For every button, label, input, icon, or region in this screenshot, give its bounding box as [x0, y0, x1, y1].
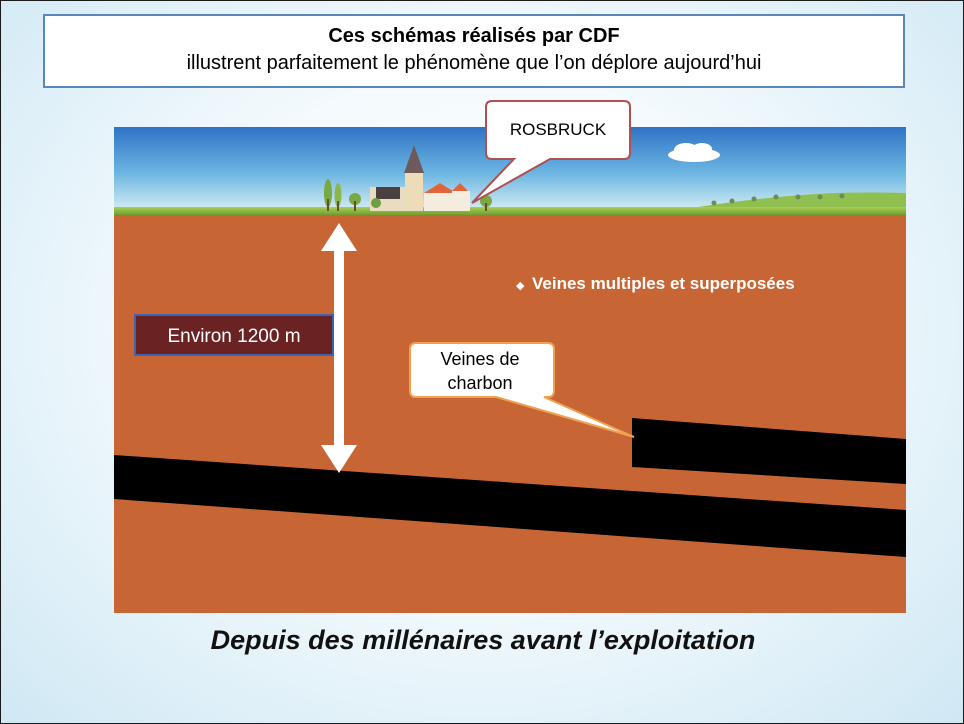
header-title: Ces schémas réalisés par CDF [328, 25, 620, 47]
ground [114, 213, 906, 613]
distant-trees [711, 193, 845, 206]
caption: Depuis des millénaires avant l’exploitat… [210, 625, 756, 655]
distant-hills [674, 192, 906, 211]
grass-line [114, 207, 906, 215]
bullet-diamond-icon: ◆ [516, 280, 525, 292]
header-box: Ces schémas réalisés par CDF illustrent … [43, 14, 905, 88]
seams-bullet-text: Veines multiples et superposées [532, 274, 795, 293]
village [324, 145, 492, 211]
village-label: ROSBRUCK [510, 120, 607, 139]
header-subtitle: illustrent parfaitement le phénomène que… [186, 52, 762, 74]
seams-note: ◆ Veines multiples et superposées [516, 274, 795, 293]
village-callout: ROSBRUCK [471, 100, 631, 204]
depth-label: Environ 1200 m [167, 326, 300, 347]
depth-label-box: Environ 1200 m [134, 314, 334, 356]
coal-label-line2: charbon [447, 373, 512, 393]
cloud [668, 143, 720, 162]
depth-arrow [321, 223, 357, 473]
coal-label-line1: Veines de [440, 349, 519, 369]
cross-section-diagram: Environ 1200 m ◆ Veines multiples et sup… [114, 100, 906, 613]
coal-seam-lower [114, 455, 906, 557]
coal-callout: Veines de charbon [409, 342, 635, 438]
coal-seam-upper [632, 418, 906, 484]
